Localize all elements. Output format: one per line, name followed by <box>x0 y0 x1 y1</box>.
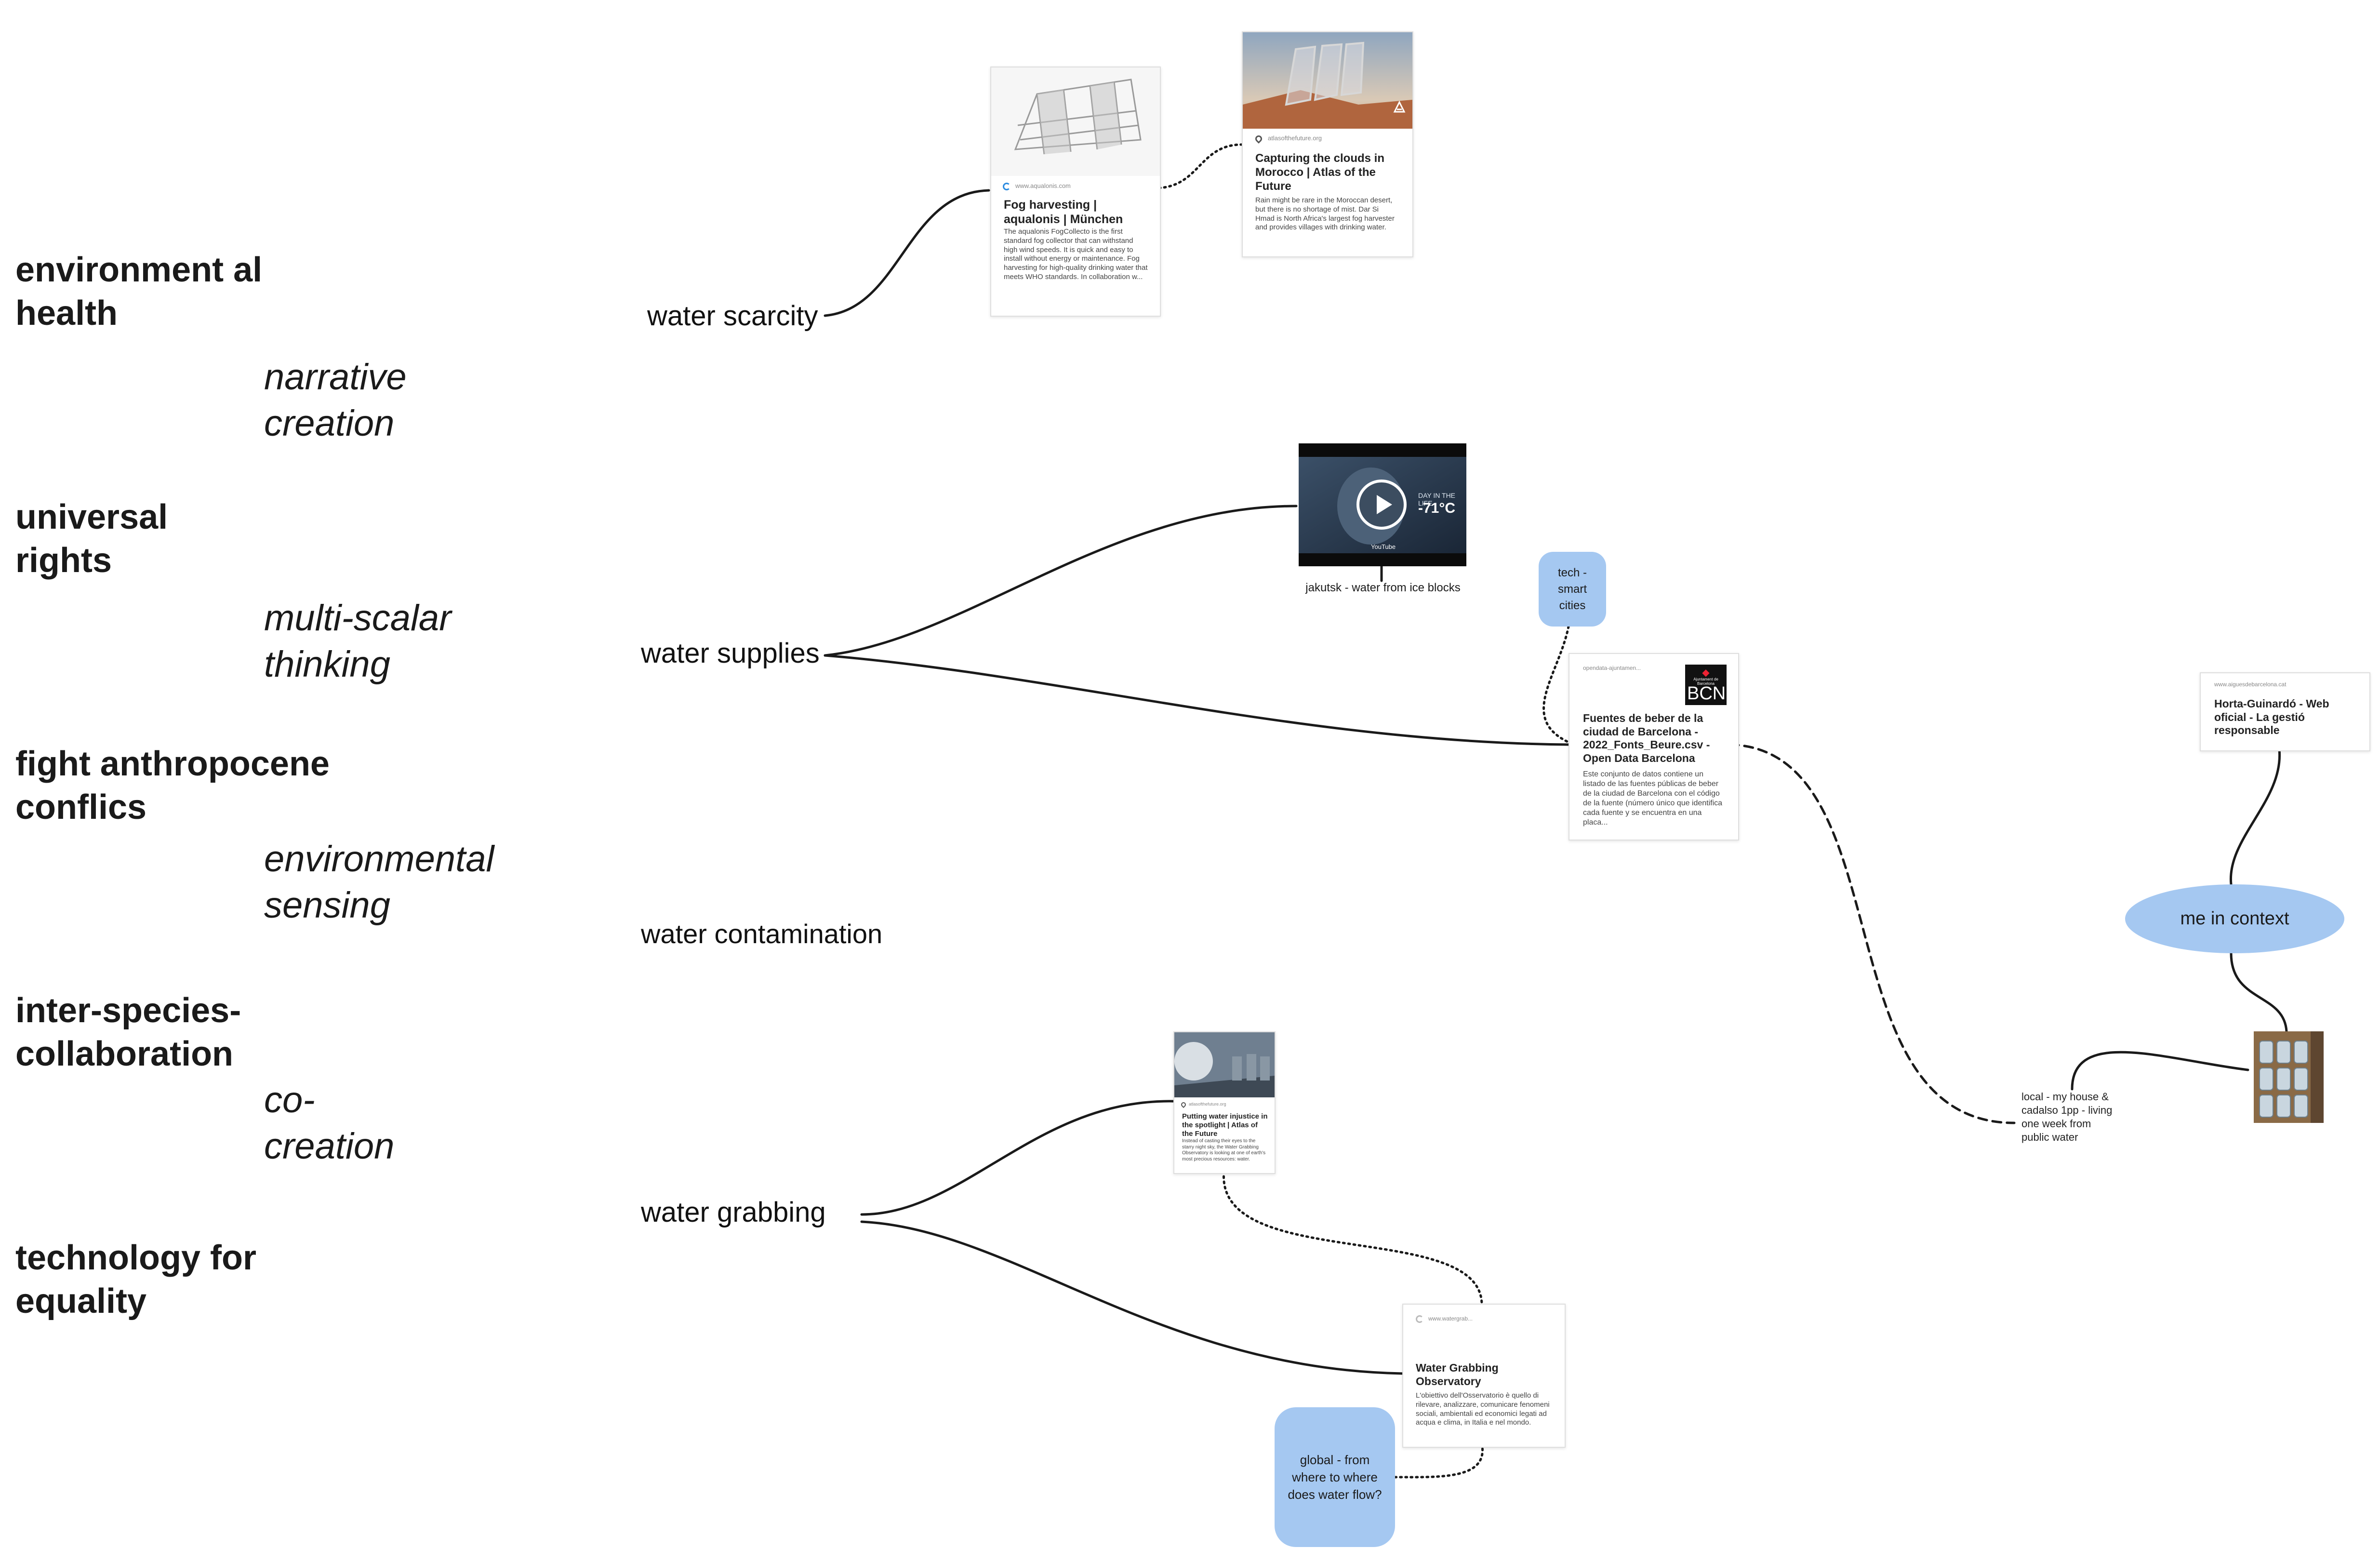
horta-card-site: www.aiguesdebarcelona.cat <box>2214 681 2287 688</box>
globe-icon <box>1416 1315 1423 1323</box>
grabobs-card-description: L'obiettivo dell'Osservatorio è quello d… <box>1416 1391 1550 1427</box>
link-scarcity-fog <box>824 189 990 317</box>
morocco-card-description: Rain might be rare in the Moroccan deser… <box>1255 196 1395 232</box>
injustice-card-description: Instead of casting their eyes to the sta… <box>1182 1138 1266 1162</box>
link-bcn-local <box>1728 743 2016 1124</box>
video-overlay-text: DAY IN THE LIFE <box>1418 492 1456 507</box>
theme-technology-equality: technology for equality <box>15 1239 256 1321</box>
link-local-photo <box>2071 1051 2249 1091</box>
play-button-icon[interactable] <box>1356 480 1407 530</box>
method-environmental-sensing: environmental sensing <box>264 839 494 926</box>
link-supplies-bcn <box>824 654 1570 746</box>
morocco-fog-nets-image <box>1243 32 1412 129</box>
sticky-tech-smart-cities[interactable]: tech - smart cities <box>1539 552 1606 627</box>
aqualonis-site-icon <box>1003 182 1011 190</box>
grabobs-card-title: Water Grabbing Observatory <box>1416 1361 1499 1388</box>
bcn-card-site: opendata-ajuntamen... <box>1583 665 1641 671</box>
bcn-card-title: Fuentes de beber de la ciudad de Barcelo… <box>1583 712 1710 764</box>
grabobs-card-site: www.watergrab... <box>1428 1315 1473 1322</box>
fog-card-site: www.aqualonis.com <box>1015 182 1071 189</box>
video-embed-jakutsk[interactable]: DAY IN THE LIFE -71°C YouTube <box>1299 443 1466 566</box>
link-injustice-grabobs <box>1223 1170 1483 1305</box>
morocco-card-title: Capturing the clouds in Morocco | Atlas … <box>1255 152 1384 193</box>
link-context-photo <box>2230 952 2288 1033</box>
link-card-water-injustice[interactable]: atlasofthefuture.org Putting water injus… <box>1173 1031 1276 1174</box>
link-tech-bcn <box>1542 625 1570 744</box>
fog-card-description: The aqualonis FogCollecto is the first s… <box>1004 227 1148 281</box>
method-narrative-creation: narrative creation <box>264 357 407 444</box>
link-grabbing-grabobs <box>860 1220 1404 1375</box>
link-card-morocco[interactable]: atlasofthefuture.org Capturing the cloud… <box>1242 31 1413 257</box>
topic-water-scarcity[interactable]: water scarcity <box>647 300 818 332</box>
theme-environmental-health: environment al health <box>15 251 263 333</box>
fog-card-title: Fog harvesting | aqualonis | München <box>1004 198 1123 226</box>
sticky-global-water-flow[interactable]: global - from where to where does water … <box>1275 1407 1395 1547</box>
link-card-horta-guinardo[interactable]: www.aiguesdebarcelona.cat Horta-Guinardó… <box>2200 672 2370 751</box>
youtube-logo: YouTube <box>1371 543 1396 550</box>
bcn-logo: ◆ Ajuntament de Barcelona BCN <box>1685 665 1727 705</box>
link-card-fog-harvesting[interactable]: www.aqualonis.com Fog harvesting | aqual… <box>990 67 1161 317</box>
injustice-photo <box>1174 1032 1275 1097</box>
morocco-card-site: atlasofthefuture.org <box>1268 134 1322 142</box>
link-supplies-video <box>824 505 1298 657</box>
link-grabbing-injustice <box>860 1100 1175 1216</box>
local-note: local - my house & cadalso 1pp - living … <box>2021 1091 2113 1143</box>
link-context-horta <box>2229 748 2281 886</box>
link-card-water-grabbing-observatory[interactable]: www.watergrab... Water Grabbing Observat… <box>1402 1304 1566 1448</box>
video-overlay-temperature: -71°C <box>1418 500 1456 516</box>
topic-water-grabbing[interactable]: water grabbing <box>641 1197 826 1228</box>
injustice-card-site: atlasofthefuture.org <box>1189 1102 1226 1107</box>
fog-collector-image <box>991 67 1160 176</box>
theme-universal-rights: universal rights <box>15 498 168 580</box>
topic-water-supplies[interactable]: water supplies <box>641 638 820 669</box>
link-grabobs-global <box>1394 1442 1484 1479</box>
water-bottles-image <box>2254 1031 2324 1123</box>
local-water-photo[interactable] <box>2254 1031 2324 1123</box>
sticky-me-in-context[interactable]: me in context <box>2125 884 2344 953</box>
theme-anthropocene-conflicts: fight anthropocene conflics <box>15 745 330 827</box>
location-pin-icon <box>1254 133 1263 144</box>
method-multi-scalar: multi-scalar thinking <box>264 598 452 685</box>
location-pin-icon-small <box>1180 1101 1187 1108</box>
bcn-shield-icon: ◆ <box>1702 667 1710 678</box>
topic-water-contamination[interactable]: water contamination <box>641 919 883 949</box>
injustice-card-title: Putting water injustice in the spotlight… <box>1182 1112 1268 1138</box>
link-fog-morocco <box>1157 143 1243 189</box>
method-co-creation: co- creation <box>264 1080 395 1167</box>
video-caption: jakutsk - water from ice blocks <box>1305 581 1461 594</box>
horta-card-title: Horta-Guinardó - Web oficial - La gestió… <box>2214 697 2329 737</box>
theme-inter-species: inter-species- collaboration <box>15 991 241 1073</box>
bcn-card-description: Este conjunto de datos contiene un lista… <box>1583 770 1723 827</box>
link-card-bcn-open-data[interactable]: opendata-ajuntamen... ◆ Ajuntament de Ba… <box>1569 653 1739 841</box>
